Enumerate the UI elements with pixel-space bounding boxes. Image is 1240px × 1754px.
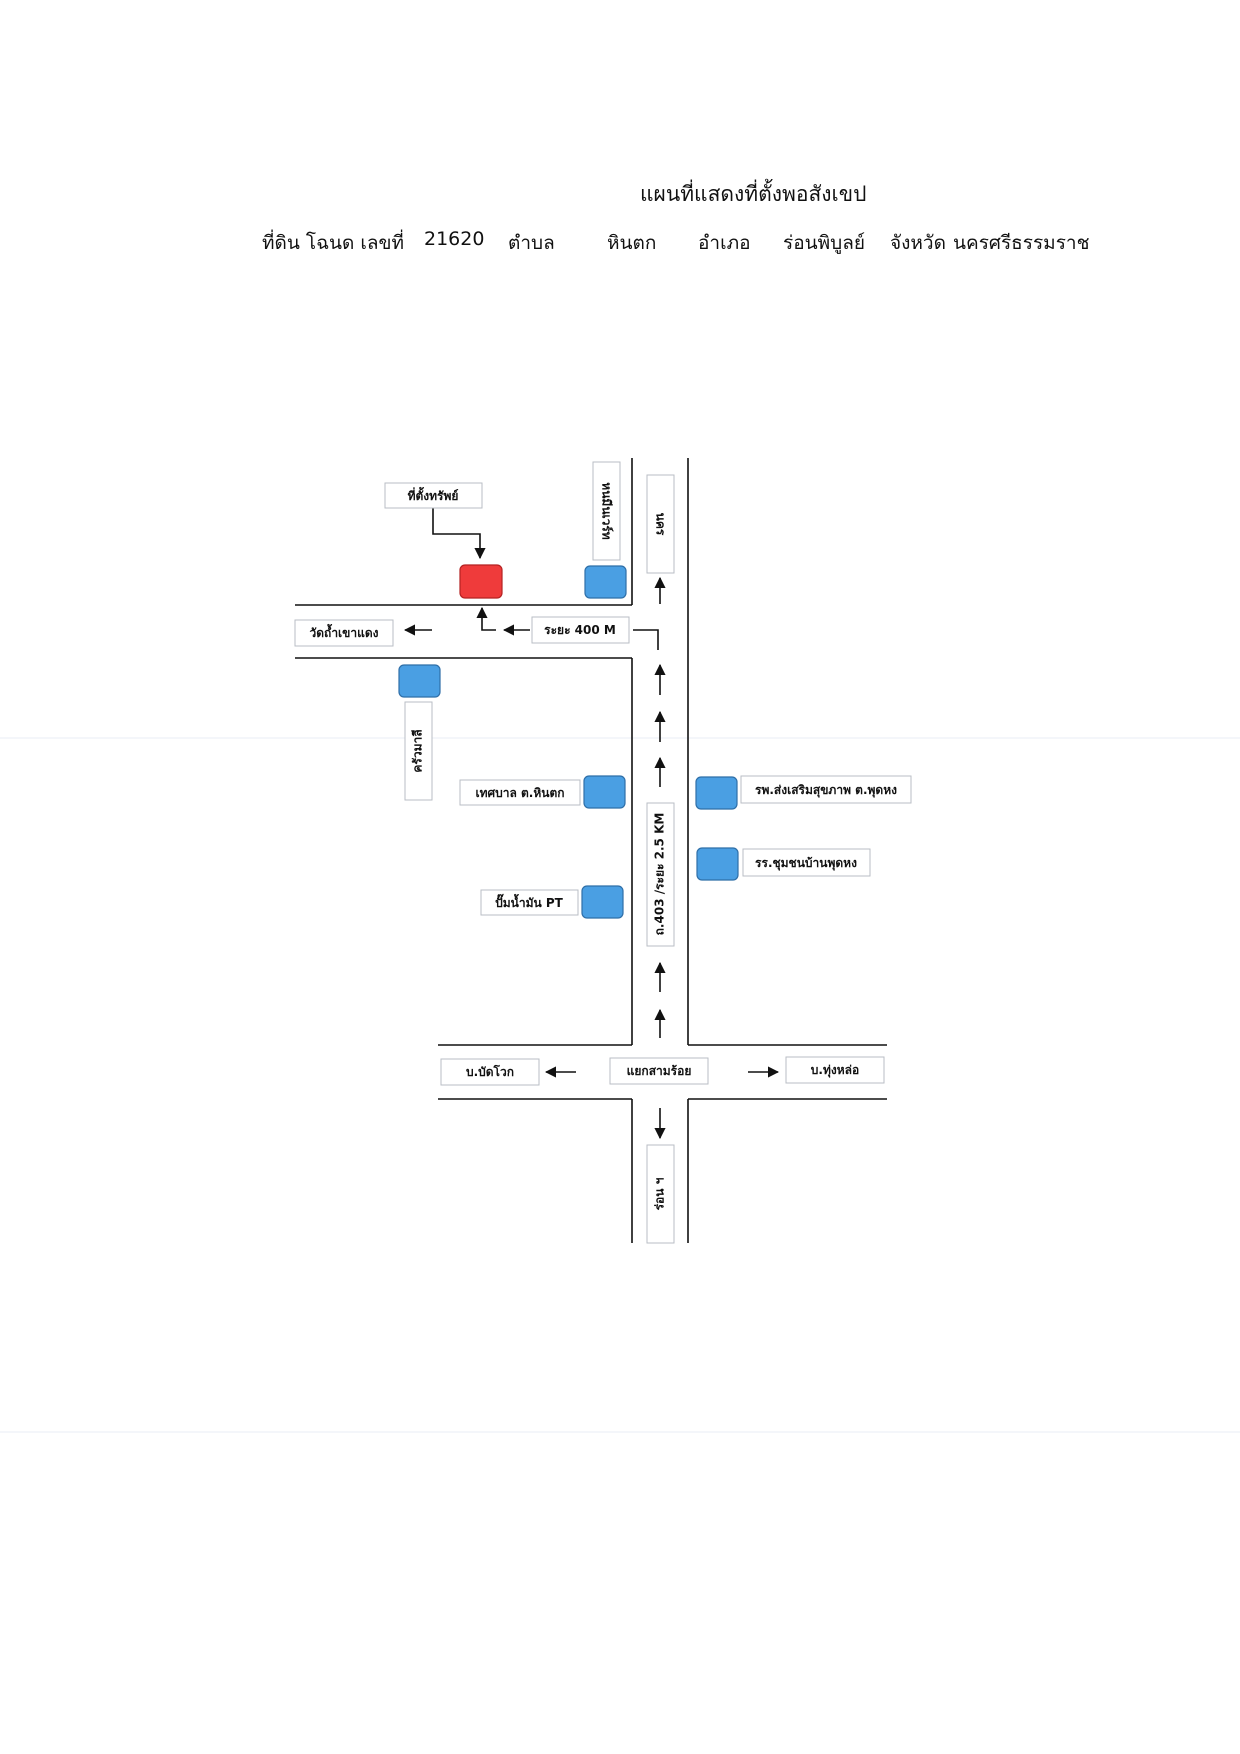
label-gas-station: ปั๊มน้ำมัน PT bbox=[480, 889, 579, 916]
gas-station-marker bbox=[581, 885, 624, 919]
svg-text:วัดถ้ำเขาแดง: วัดถ้ำเขาแดง bbox=[310, 623, 379, 640]
svg-text:ระยะ 400 M: ระยะ 400 M bbox=[544, 623, 616, 637]
subdistrict-value: หินตก bbox=[607, 232, 657, 254]
deed-label: ที่ดิน โฉนด เลขที่ bbox=[262, 232, 405, 254]
label-distance-400: ระยะ 400 M bbox=[531, 616, 630, 644]
map-title: แผนที่แสดงที่ตั้งพอสังเขป bbox=[640, 182, 867, 206]
svg-text:แยกสามร้อย: แยกสามร้อย bbox=[627, 1064, 692, 1078]
label-north-side-road: หนมีนเวร์ท bbox=[592, 461, 621, 561]
landmark-marker bbox=[398, 664, 441, 698]
hospital-marker bbox=[695, 776, 738, 810]
district-label: อำเภอ bbox=[698, 232, 751, 254]
municipality-marker bbox=[583, 775, 626, 809]
svg-text:รร.ชุมชนบ้านพุดหง: รร.ชุมชนบ้านพุดหง bbox=[755, 856, 857, 871]
svg-text:นคร: นคร bbox=[654, 513, 668, 536]
property-marker bbox=[459, 564, 503, 599]
svg-text:บ.บัดโวก: บ.บัดโวก bbox=[466, 1064, 514, 1079]
svg-text:หนมีนเวร์ท: หนมีนเวร์ท bbox=[600, 482, 614, 540]
svg-text:ถ.403 /ระยะ 2.5 KM: ถ.403 /ระยะ 2.5 KM bbox=[653, 813, 667, 936]
svg-text:ที่ตั้งทรัพย์: ที่ตั้งทรัพย์ bbox=[408, 486, 459, 503]
label-municipality: เทศบาล ต.หินตก bbox=[459, 779, 581, 806]
svg-text:ร่อน ฯ: ร่อน ฯ bbox=[653, 1177, 667, 1210]
province-value: นครศรีธรรมราช bbox=[953, 232, 1090, 254]
road-network bbox=[295, 458, 887, 1243]
landmark-marker bbox=[584, 565, 627, 599]
label-south-road: ร่อน ฯ bbox=[646, 1144, 675, 1244]
deed-number: 21620 bbox=[424, 228, 485, 250]
school-marker bbox=[696, 847, 739, 881]
svg-text:บ.ทุ่งหล่อ: บ.ทุ่งหล่อ bbox=[811, 1063, 859, 1078]
subdistrict-label: ตำบล bbox=[508, 232, 555, 254]
district-value: ร่อนพิบูลย์ bbox=[783, 232, 865, 254]
svg-text:ครัวมาลี: ครัวมาลี bbox=[411, 729, 425, 772]
direction-arrows bbox=[403, 508, 780, 1140]
label-temple: วัดถ้ำเขาแดง bbox=[294, 619, 394, 647]
label-north-road: นคร bbox=[646, 474, 675, 574]
label-school: รร.ชุมชนบ้านพุดหง bbox=[742, 848, 871, 877]
label-lane-south: ครัวมาลี bbox=[404, 701, 433, 801]
svg-text:เทศบาล ต.หินตก: เทศบาล ต.หินตก bbox=[475, 786, 564, 800]
label-main-road: ถ.403 /ระยะ 2.5 KM bbox=[646, 802, 675, 947]
svg-text:รพ.ส่งเสริมสุขภาพ ต.พุดหง: รพ.ส่งเสริมสุขภาพ ต.พุดหง bbox=[755, 783, 897, 798]
svg-text:ปั๊มน้ำมัน PT: ปั๊มน้ำมัน PT bbox=[495, 893, 564, 910]
label-hospital: รพ.ส่งเสริมสุขภาพ ต.พุดหง bbox=[740, 775, 912, 804]
label-property: ที่ตั้งทรัพย์ bbox=[384, 482, 483, 509]
label-junction: แยกสามร้อย bbox=[609, 1057, 709, 1085]
label-east-village: บ.ทุ่งหล่อ bbox=[785, 1056, 885, 1084]
label-west-village: บ.บัดโวก bbox=[440, 1058, 540, 1086]
province-label: จังหวัด bbox=[890, 232, 946, 254]
